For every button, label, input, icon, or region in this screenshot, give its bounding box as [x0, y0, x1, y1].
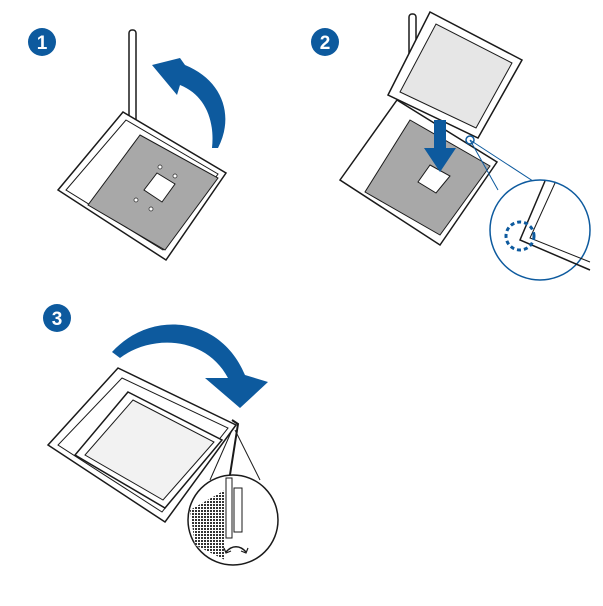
step-3-badge: [43, 304, 71, 332]
step-1-badge: [28, 28, 56, 56]
step-2-badge: [311, 28, 339, 56]
socket-lever: [128, 29, 137, 123]
cpu-socket: [56, 111, 228, 262]
step-1-number: 1: [37, 33, 48, 54]
detail-magnifier: [489, 179, 591, 281]
step-3: 3: [43, 304, 279, 566]
detail-magnifier: [187, 474, 279, 566]
step-3-number: 3: [52, 309, 63, 330]
down-arrow-icon: [424, 120, 456, 172]
cpu-processor: [386, 10, 524, 139]
cpu-socket: [338, 98, 499, 247]
cpu-processor: [73, 391, 224, 509]
close-lever-arrow-icon: [112, 324, 268, 408]
lift-arrow-icon: [152, 58, 226, 148]
step-2: 2: [311, 10, 591, 281]
step-2-number: 2: [320, 33, 331, 54]
alignment-marker-icon: [504, 220, 536, 252]
step-1: 1: [28, 28, 228, 262]
lock-rotate-icon: [225, 546, 247, 553]
